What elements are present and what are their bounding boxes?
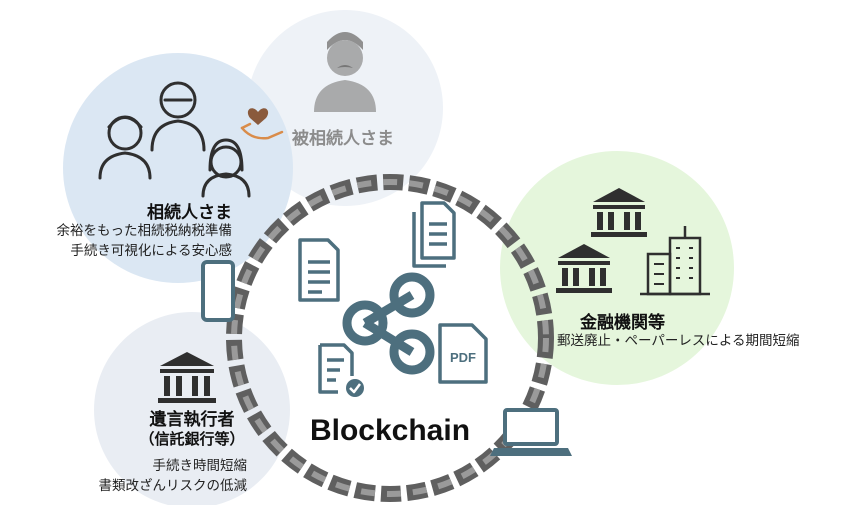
heirs-line-1: 余裕をもった相続税納税準備 — [56, 223, 233, 239]
document-icon-2 — [412, 201, 456, 268]
office-building-icon — [640, 226, 710, 296]
financial-line-1: 郵送廃止・ペーパーレスによる期間短縮 — [557, 333, 800, 349]
smartphone-icon — [201, 260, 235, 322]
financial-circle — [500, 151, 734, 385]
pdf-label: PDF — [450, 350, 476, 365]
people-group-icon — [98, 81, 251, 198]
heirs-circle — [63, 53, 293, 283]
financial-bank-icon-1 — [591, 188, 647, 237]
executor-title: 遺言執行者 — [149, 410, 235, 430]
laptop-icon — [490, 408, 572, 456]
share-network-icon — [342, 272, 435, 375]
chain-ring — [226, 174, 554, 502]
document-check-icon — [318, 343, 364, 397]
document-icon-1 — [298, 238, 340, 302]
heirs-line-2: 手続き可視化による安心感 — [70, 243, 232, 259]
decedent-label: 被相続人さま — [292, 129, 394, 149]
heart-hand-icon — [240, 108, 284, 140]
elder-man-icon — [314, 32, 376, 112]
financial-bank-icon-2 — [556, 244, 612, 293]
executor-bank-icon — [158, 352, 216, 403]
executor-subtitle: （信託銀行等） — [139, 430, 245, 448]
blockchain-label: Blockchain — [310, 414, 470, 447]
financial-title: 金融機関等 — [580, 313, 665, 333]
executor-line-2: 書類改ざんリスクの低減 — [98, 478, 248, 494]
executor-line-1: 手続き時間短縮 — [152, 458, 248, 474]
heirs-title: 相続人さま — [147, 203, 232, 223]
pdf-file-icon: PDF — [438, 323, 488, 384]
executor-circle — [94, 312, 290, 505]
